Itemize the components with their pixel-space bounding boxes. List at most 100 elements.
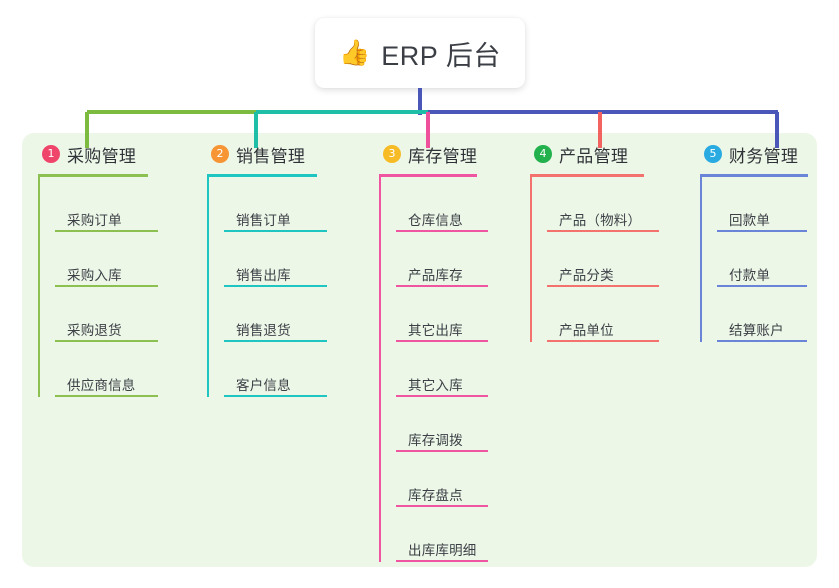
leaf-label: 其它出库: [408, 323, 463, 338]
leaf-label: 采购退货: [67, 323, 122, 338]
leaf-node[interactable]: 出库库明细: [396, 507, 529, 562]
leaf-rule: [396, 285, 488, 287]
connector-drop-5: [775, 112, 779, 148]
column-branch-finance: 回款单付款单结算账户: [700, 177, 839, 342]
branch-spine: [379, 177, 381, 562]
leaf-label: 付款单: [729, 268, 771, 283]
leaf-node[interactable]: 采购订单: [55, 177, 188, 232]
leaf-rule: [547, 340, 659, 342]
leaf-rule: [55, 285, 158, 287]
leaf-label: 客户信息: [236, 378, 291, 393]
leaf-rule: [396, 560, 488, 562]
diagram-panel: [22, 133, 817, 567]
leaf-label: 出库库明细: [408, 543, 477, 558]
column-header-rule: [38, 174, 148, 177]
column-title: 采购管理: [67, 146, 137, 166]
leaf-rule: [547, 230, 659, 232]
leaf-node[interactable]: 采购退货: [55, 287, 188, 342]
column-number-badge: 1: [42, 145, 60, 163]
connector-bus-teal: [256, 110, 428, 114]
column-header-rule: [379, 174, 477, 177]
leaf-node[interactable]: 销售订单: [224, 177, 357, 232]
connector-bus-blue: [428, 110, 778, 114]
column-branch-inventory: 仓库信息产品库存其它出库其它入库库存调拨库存盘点出库库明细: [379, 177, 529, 562]
leaf-rule: [396, 505, 488, 507]
leaf-node[interactable]: 库存调拨: [396, 397, 529, 452]
leaf-rule: [224, 230, 327, 232]
column-branch-product: 产品（物料） 产品分类产品单位: [530, 177, 698, 342]
root-node-label: ERP 后台: [381, 40, 501, 71]
connector-drop-4: [598, 112, 602, 148]
column-product: 4 产品管理产品（物料） 产品分类产品单位: [530, 142, 698, 342]
leaf-node[interactable]: 产品单位: [547, 287, 698, 342]
column-header-rule: [207, 174, 317, 177]
column-header-inventory[interactable]: 3 库存管理: [379, 142, 529, 166]
column-finance: 5 财务管理回款单付款单结算账户: [700, 142, 839, 342]
column-title: 产品管理: [559, 146, 629, 166]
column-title: 财务管理: [729, 146, 799, 166]
leaf-node[interactable]: 客户信息: [224, 342, 357, 397]
branch-spine: [700, 177, 702, 342]
column-number-badge: 4: [534, 145, 552, 163]
leaf-label: 库存调拨: [408, 433, 463, 448]
column-inventory: 3 库存管理仓库信息产品库存其它出库其它入库库存调拨库存盘点出库库明细: [379, 142, 529, 562]
leaf-rule: [396, 450, 488, 452]
leaf-node[interactable]: 销售退货: [224, 287, 357, 342]
branch-spine: [207, 177, 209, 397]
leaf-node[interactable]: 产品库存: [396, 232, 529, 287]
leaf-label: 结算账户: [729, 323, 784, 338]
leaf-label: 供应商信息: [67, 378, 136, 393]
column-title: 库存管理: [408, 146, 478, 166]
leaf-node[interactable]: 结算账户: [717, 287, 839, 342]
column-number-badge: 5: [704, 145, 722, 163]
leaf-node[interactable]: 库存盘点: [396, 452, 529, 507]
leaf-node[interactable]: 付款单: [717, 232, 839, 287]
leaf-node[interactable]: 供应商信息: [55, 342, 188, 397]
column-title: 销售管理: [236, 146, 306, 166]
column-header-sales[interactable]: 2 销售管理: [207, 142, 357, 166]
leaf-node[interactable]: 采购入库: [55, 232, 188, 287]
leaf-node[interactable]: 产品分类: [547, 232, 698, 287]
leaf-rule: [396, 230, 488, 232]
leaf-node[interactable]: 其它入库: [396, 342, 529, 397]
column-number-badge: 2: [211, 145, 229, 163]
column-header-rule: [530, 174, 644, 177]
leaf-node[interactable]: 回款单: [717, 177, 839, 232]
connector-stem: [418, 88, 422, 115]
leaf-rule: [547, 285, 659, 287]
leaf-rule: [55, 230, 158, 232]
leaf-label: 销售退货: [236, 323, 291, 338]
leaf-rule: [224, 395, 327, 397]
leaf-node[interactable]: 其它出库: [396, 287, 529, 342]
root-node-card[interactable]: 👍 ERP 后台: [315, 18, 525, 88]
leaf-label: 销售出库: [236, 268, 291, 283]
leaf-label: 产品分类: [559, 268, 614, 283]
column-header-purchasing[interactable]: 1 采购管理: [38, 142, 188, 166]
connector-drop-1: [85, 112, 89, 148]
leaf-label: 销售订单: [236, 213, 291, 228]
column-purchasing: 1 采购管理采购订单采购入库采购退货供应商信息: [38, 142, 188, 397]
leaf-label: 回款单: [729, 213, 771, 228]
leaf-rule: [717, 285, 807, 287]
connector-drop-3: [426, 112, 430, 148]
leaf-label: 产品（物料）: [559, 213, 642, 228]
leaf-label: 产品库存: [408, 268, 463, 283]
leaf-rule: [396, 340, 488, 342]
leaf-label: 仓库信息: [408, 213, 463, 228]
column-sales: 2 销售管理销售订单销售出库销售退货客户信息: [207, 142, 357, 397]
leaf-node[interactable]: 产品（物料）: [547, 177, 698, 232]
leaf-node[interactable]: 销售出库: [224, 232, 357, 287]
leaf-node[interactable]: 仓库信息: [396, 177, 529, 232]
column-branch-sales: 销售订单销售出库销售退货客户信息: [207, 177, 357, 397]
leaf-label: 采购订单: [67, 213, 122, 228]
leaf-label: 其它入库: [408, 378, 463, 393]
leaf-label: 采购入库: [67, 268, 122, 283]
branch-spine: [530, 177, 532, 342]
column-branch-purchasing: 采购订单采购入库采购退货供应商信息: [38, 177, 188, 397]
column-header-finance[interactable]: 5 财务管理: [700, 142, 839, 166]
column-number-badge: 3: [383, 145, 401, 163]
leaf-rule: [717, 340, 807, 342]
leaf-label: 产品单位: [559, 323, 614, 338]
column-header-product[interactable]: 4 产品管理: [530, 142, 698, 166]
leaf-rule: [396, 395, 488, 397]
